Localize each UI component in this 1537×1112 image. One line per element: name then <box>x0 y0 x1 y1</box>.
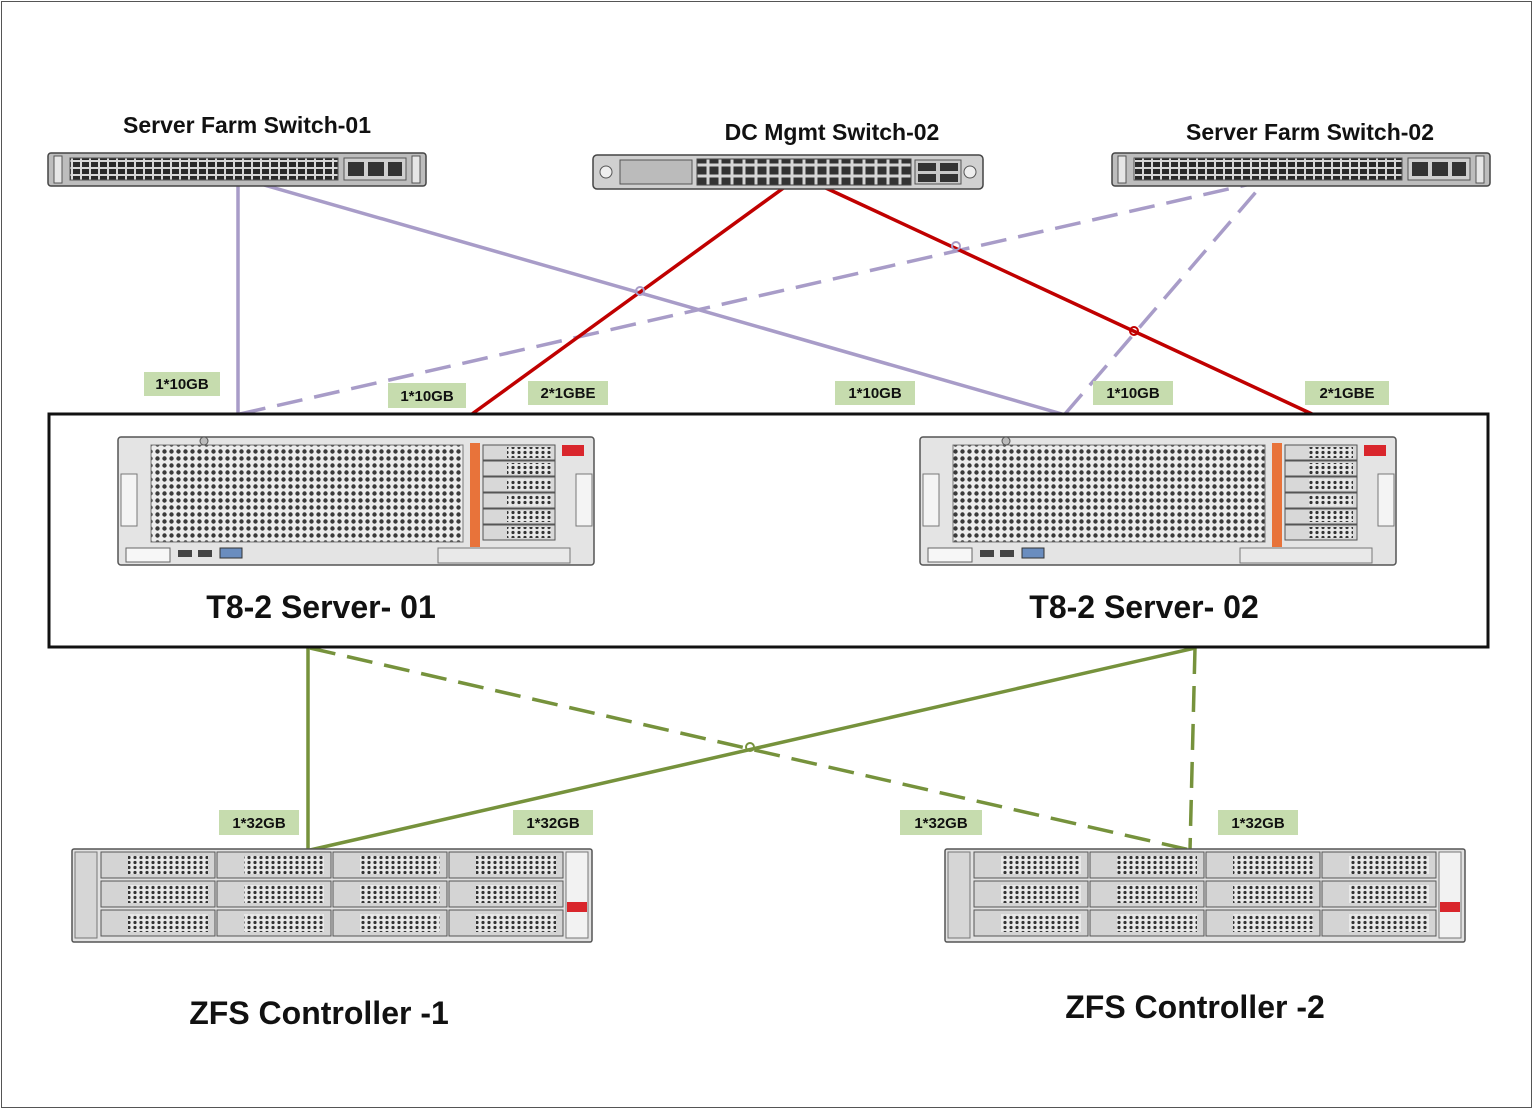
svg-text:1*10GB: 1*10GB <box>1106 385 1160 402</box>
svg-text:1*10GB: 1*10GB <box>848 385 902 402</box>
link-server02-farm01 <box>239 176 1063 416</box>
svg-text:2*1GBE: 2*1GBE <box>1319 385 1374 402</box>
link-label-s1-mgmt: 2*1GBE <box>528 381 608 405</box>
svg-text:1*32GB: 1*32GB <box>914 815 968 832</box>
switch-mgmt-02-label: DC Mgmt Switch-02 <box>725 119 940 145</box>
crossing-marker <box>745 742 755 752</box>
svg-text:1*10GB: 1*10GB <box>400 388 454 405</box>
link-server02-farm02 <box>1063 176 1270 416</box>
switch-server-farm-02[interactable]: Server Farm Switch-02 <box>1111 119 1491 187</box>
link-label-s2-farm02: 1*10GB <box>1093 381 1173 405</box>
server-01-label: T8-2 Server- 01 <box>206 589 435 625</box>
server-02-label: T8-2 Server- 02 <box>1029 589 1258 625</box>
link-server01-farm02 <box>239 178 1269 416</box>
svg-text:1*32GB: 1*32GB <box>526 815 580 832</box>
crossing-marker <box>951 241 961 251</box>
zfs-2-label: ZFS Controller -2 <box>1065 989 1325 1025</box>
link-label-s2-mgmt: 2*1GBE <box>1305 381 1389 405</box>
switch-farm-01-label: Server Farm Switch-01 <box>123 112 371 138</box>
links <box>236 174 1313 852</box>
link-label-zfs1-s2: 1*32GB <box>513 810 593 835</box>
link-labels: 1*10GB 1*10GB 2*1GBE 1*10GB 1*10GB 2*1GB… <box>144 372 1389 835</box>
link-server02-zfs2 <box>1188 647 1197 851</box>
link-server02-mgmt02 <box>799 174 1313 416</box>
link-label-s1-farm01: 1*10GB <box>144 372 220 396</box>
crossing-marker <box>1129 326 1139 336</box>
switch-server-farm-01[interactable]: Server Farm Switch-01 <box>47 112 427 187</box>
switch-farm-02-label: Server Farm Switch-02 <box>1186 119 1434 145</box>
zfs-1-label: ZFS Controller -1 <box>189 995 449 1031</box>
link-label-s1-farm02: 1*10GB <box>388 383 466 408</box>
svg-text:1*32GB: 1*32GB <box>1231 815 1285 832</box>
svg-text:1*10GB: 1*10GB <box>155 376 209 393</box>
link-label-zfs1-s1: 1*32GB <box>219 810 299 835</box>
link-label-s2-farm01: 1*10GB <box>835 381 915 405</box>
svg-text:1*32GB: 1*32GB <box>232 815 286 832</box>
zfs-controller-2[interactable]: ZFS Controller -2 <box>944 848 1466 1025</box>
svg-text:2*1GBE: 2*1GBE <box>540 385 595 402</box>
link-label-zfs2-s2: 1*32GB <box>1218 810 1298 835</box>
link-server01-mgmt02 <box>470 174 802 416</box>
server-t8-2-01[interactable]: T8-2 Server- 01 <box>117 436 595 625</box>
zfs-controller-1[interactable]: ZFS Controller -1 <box>71 848 593 1031</box>
link-label-zfs2-s1: 1*32GB <box>900 810 982 835</box>
crossing-marker <box>635 286 645 296</box>
server-t8-2-02[interactable]: T8-2 Server- 02 <box>919 436 1397 625</box>
switch-dc-mgmt-02[interactable]: DC Mgmt Switch-02 <box>592 119 984 190</box>
